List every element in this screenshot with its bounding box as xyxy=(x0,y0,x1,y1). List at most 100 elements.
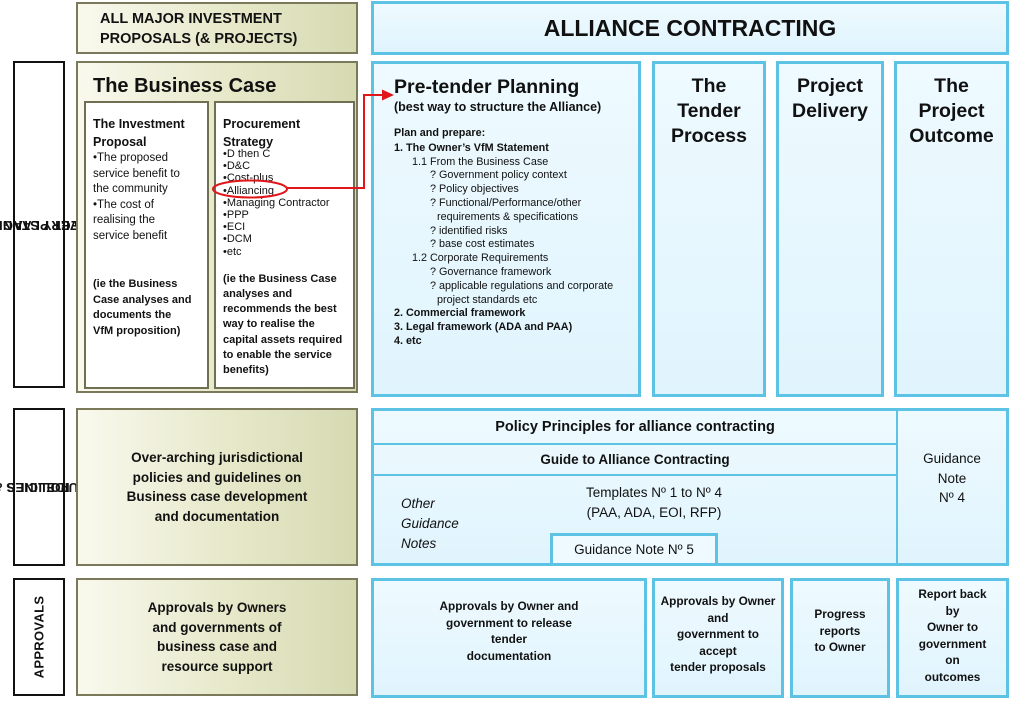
guide-to-alliance: Guide to Alliance Contracting xyxy=(540,452,730,467)
guidance-note-5: Guidance Note Nº 5 xyxy=(574,542,694,557)
policies-left-line: Business case development xyxy=(126,489,308,504)
report-line: on xyxy=(945,653,960,668)
investment-heading-2: Proposal xyxy=(93,135,147,149)
investment-note-line: (ie the Business xyxy=(93,278,178,290)
other-notes-line: Other xyxy=(401,496,435,511)
pretender-line: ? applicable regulations and corporate xyxy=(430,279,614,292)
pretender-planning-box: Pre-tender Planning (best way to structu… xyxy=(371,61,641,397)
project-delivery-box: Project Delivery xyxy=(776,61,884,397)
policies-right-box: Policy Principles for alliance contracti… xyxy=(371,408,1009,566)
delivery-line: Project xyxy=(796,75,864,97)
approvals-accept-box: Approvals by Owner and government to acc… xyxy=(652,578,784,698)
accept-line: government to xyxy=(677,627,759,641)
pretender-line: ? Functional/Performance/other xyxy=(430,196,582,209)
procurement-list: D then C D&C Cost-plus Alliancing Managi… xyxy=(223,148,353,258)
procurement-item: etc xyxy=(223,246,353,258)
row-label-policies: POLICIES & GUIDELINES xyxy=(0,408,88,566)
pretender-line: 1. The Owner’s VfM Statement xyxy=(394,141,549,154)
report-line: government xyxy=(918,636,987,651)
procurement-item: DCM xyxy=(223,233,353,245)
investment-note-line: VfM proposition) xyxy=(93,324,181,337)
pretender-line: ? Governance framework xyxy=(430,265,552,278)
outcome-line: Project xyxy=(918,100,985,122)
investment-bullet-line: the community xyxy=(93,183,168,195)
guidance-note-5-box: Guidance Note Nº 5 xyxy=(550,533,718,563)
tender-process-box: The Tender Process xyxy=(652,61,766,397)
report-line: Report back xyxy=(918,587,987,601)
pretender-line: ? Policy objectives xyxy=(430,183,519,196)
tender-line: Tender xyxy=(677,100,741,122)
pretender-line: 1.1 From the Business Case xyxy=(412,155,549,168)
approvals-left-box: Approvals by Owners and governments of b… xyxy=(76,578,358,696)
pretender-line: requirements & specifications xyxy=(437,210,579,223)
procurement-note-line: capital assets required xyxy=(223,333,343,346)
report-line: by xyxy=(945,603,960,618)
release-line: tender xyxy=(490,632,528,646)
procurement-note-line: to enable the service xyxy=(223,348,332,361)
tender-line: Process xyxy=(671,125,747,147)
templates-line1: Templates Nº 1 to Nº 4 xyxy=(586,485,722,500)
accept-line: tender proposals xyxy=(670,660,766,674)
row-label-approvals: APPROVALS xyxy=(13,578,65,696)
procurement-note-line: (ie the Business Case xyxy=(223,272,337,285)
pretender-line: 2. Commercial framework xyxy=(394,307,526,320)
policies-left-line: policies and guidelines on xyxy=(132,469,302,485)
outcome-line: The xyxy=(934,75,969,97)
outcome-line: Outcome xyxy=(909,125,994,147)
approvals-left-line: resource support xyxy=(161,658,273,674)
project-outcome-box: The Project Outcome xyxy=(894,61,1009,397)
release-line: documentation xyxy=(466,648,552,663)
guidance-note-4-line: Nº 4 xyxy=(939,490,965,505)
report-back-box: Report back by Owner to government on ou… xyxy=(896,578,1009,698)
delivery-line: Delivery xyxy=(792,100,868,122)
approvals-left-line: and governments of xyxy=(152,619,282,635)
policies-left-box: Over-arching jurisdictional policies and… xyxy=(76,408,358,566)
policies-left-line: and documentation xyxy=(154,508,280,524)
investment-bullet-line: realising the xyxy=(93,214,156,226)
policy-principles: Policy Principles for alliance contracti… xyxy=(495,419,775,435)
investment-note-line: Case analyses and xyxy=(93,293,192,306)
progress-reports-box: Progress reports to Owner xyxy=(790,578,890,698)
pretender-line: project standards etc xyxy=(437,293,538,306)
row-label-approvals-text: APPROVALS xyxy=(31,595,47,679)
policies-left-line: Over-arching jurisdictional xyxy=(131,450,303,465)
accept-line: Approvals by Owner xyxy=(660,594,776,608)
procurement-item: Managing Contractor xyxy=(223,197,353,209)
accept-line: and xyxy=(707,610,729,625)
investment-bullet-line: •The cost of xyxy=(93,198,154,211)
approvals-left-line: Approvals by Owners xyxy=(147,600,287,615)
guidance-note-4-line: Note xyxy=(937,470,967,486)
header-right-title: ALLIANCE CONTRACTING xyxy=(543,14,837,41)
procurement-item: ECI xyxy=(223,221,353,233)
pretender-title: Pre-tender Planning xyxy=(394,76,580,98)
pretender-subtitle: (best way to structure the Alliance) xyxy=(394,100,602,114)
pretender-line: 4. etc xyxy=(394,334,422,347)
procurement-note-line: way to realise the xyxy=(223,318,315,331)
release-line: government to release xyxy=(446,615,572,630)
other-notes-line: Notes xyxy=(401,536,437,551)
pretender-plan-list: Plan and prepare:1. The Owner’s VfM Stat… xyxy=(394,127,638,349)
business-case-title: The Business Case xyxy=(93,75,277,97)
guidance-note-4-line: Guidance xyxy=(923,451,981,466)
progress-line: Progress xyxy=(814,607,866,621)
business-case-box: The Business Case The Investment Proposa… xyxy=(76,61,358,393)
row-label-planning: PROJECT PLANNING AND DELIVERY STAGES xyxy=(0,61,116,388)
pretender-line: ? identified risks xyxy=(430,224,508,237)
pretender-line: 1.2 Corporate Requirements xyxy=(412,252,549,265)
approvals-release-box: Approvals by Owner and government to rel… xyxy=(371,578,647,698)
procurement-item: D&C xyxy=(223,160,353,172)
investment-bullet-line: service benefit to xyxy=(93,167,180,180)
pretender-line: 3. Legal framework (ADA and PAA) xyxy=(394,321,573,334)
progress-line: to Owner xyxy=(814,640,866,654)
templates-line2: (PAA, ADA, EOI, RFP) xyxy=(586,505,722,520)
investment-proposal-box: The Investment Proposal •The proposed se… xyxy=(84,101,209,389)
procurement-item: D then C xyxy=(223,148,353,160)
pretender-line: ? base cost estimates xyxy=(430,238,535,251)
header-investment-proposals: ALL MAJOR INVESTMENT PROPOSALS (& PROJEC… xyxy=(76,2,358,54)
report-line: Owner to xyxy=(926,620,979,635)
header-left-line2: PROPOSALS (& PROJECTS) xyxy=(100,31,298,47)
procurement-item-alliancing: Alliancing xyxy=(223,185,353,197)
investment-bullet-line: service benefit xyxy=(93,229,168,242)
pretender-line: ? Government policy context xyxy=(430,169,567,182)
procurement-item: PPP xyxy=(223,209,353,221)
